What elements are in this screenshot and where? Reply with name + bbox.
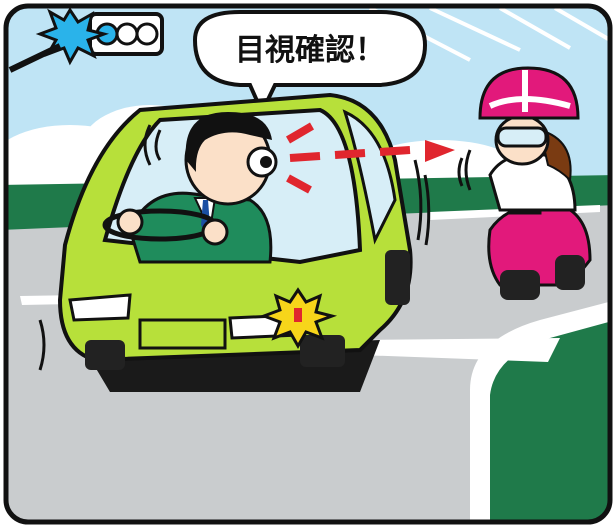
frame-border bbox=[3, 3, 613, 525]
stop-line bbox=[360, 338, 560, 362]
near-grass bbox=[490, 320, 610, 522]
traffic-signal-icon bbox=[8, 7, 164, 73]
speech-bubble: 目視確認！ bbox=[192, 10, 428, 117]
speech-bubble-text: 目視確認！ bbox=[235, 33, 385, 68]
gaze-arrow-icon bbox=[285, 122, 455, 194]
turn-signal-flash-icon bbox=[259, 287, 338, 350]
driver bbox=[102, 112, 278, 264]
scooter-rider bbox=[457, 66, 592, 300]
